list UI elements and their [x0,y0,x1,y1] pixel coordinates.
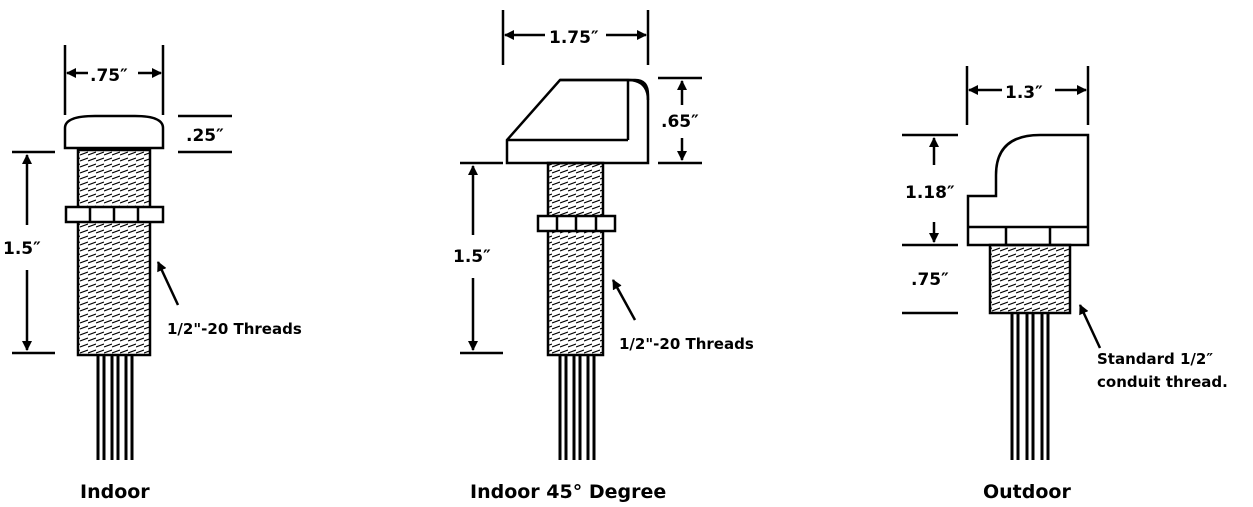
indoor-threaded-body [76,148,152,357]
indoor45-height-label: 1.5″ [453,247,491,267]
indoor45-wires [558,355,596,460]
indoor45-sensor [460,10,702,460]
indoor-sensor [12,45,232,460]
outdoor-wires [1010,313,1050,460]
indoor-width-label: .75″ [90,66,128,86]
indoor-thread-leader [156,261,180,306]
outdoor-housing [966,133,1090,247]
outdoor-thread-note-line1: Standard 1/2″ [1097,350,1213,368]
indoor45-cap-label: .65″ [661,112,699,132]
outdoor-cap-label: 1.18″ [905,183,955,203]
indoor-wires [96,355,134,460]
outdoor-width-label: 1.3″ [1005,83,1043,103]
indoor-thread-note: 1/2"-20 Threads [167,320,302,338]
indoor45-caption: Indoor 45° Degree [470,481,666,503]
outdoor-thread-note-line2: conduit thread. [1097,373,1228,391]
outdoor-caption: Outdoor [983,481,1071,503]
indoor45-thread-note: 1/2"-20 Threads [619,335,754,353]
outdoor-height-label: .75″ [911,270,949,290]
outdoor-thread-leader [1078,304,1102,349]
indoor-caption: Indoor [80,481,150,503]
indoor45-width-label: 1.75″ [549,28,599,48]
outdoor-threaded-body [988,243,1072,315]
outdoor-sensor [902,66,1102,460]
indoor-cap-label: .25″ [186,126,224,146]
indoor-cap [63,114,165,150]
indoor-height-label: 1.5″ [3,239,41,259]
indoor45-threaded-body [546,161,605,357]
indoor45-thread-leader [611,279,637,321]
